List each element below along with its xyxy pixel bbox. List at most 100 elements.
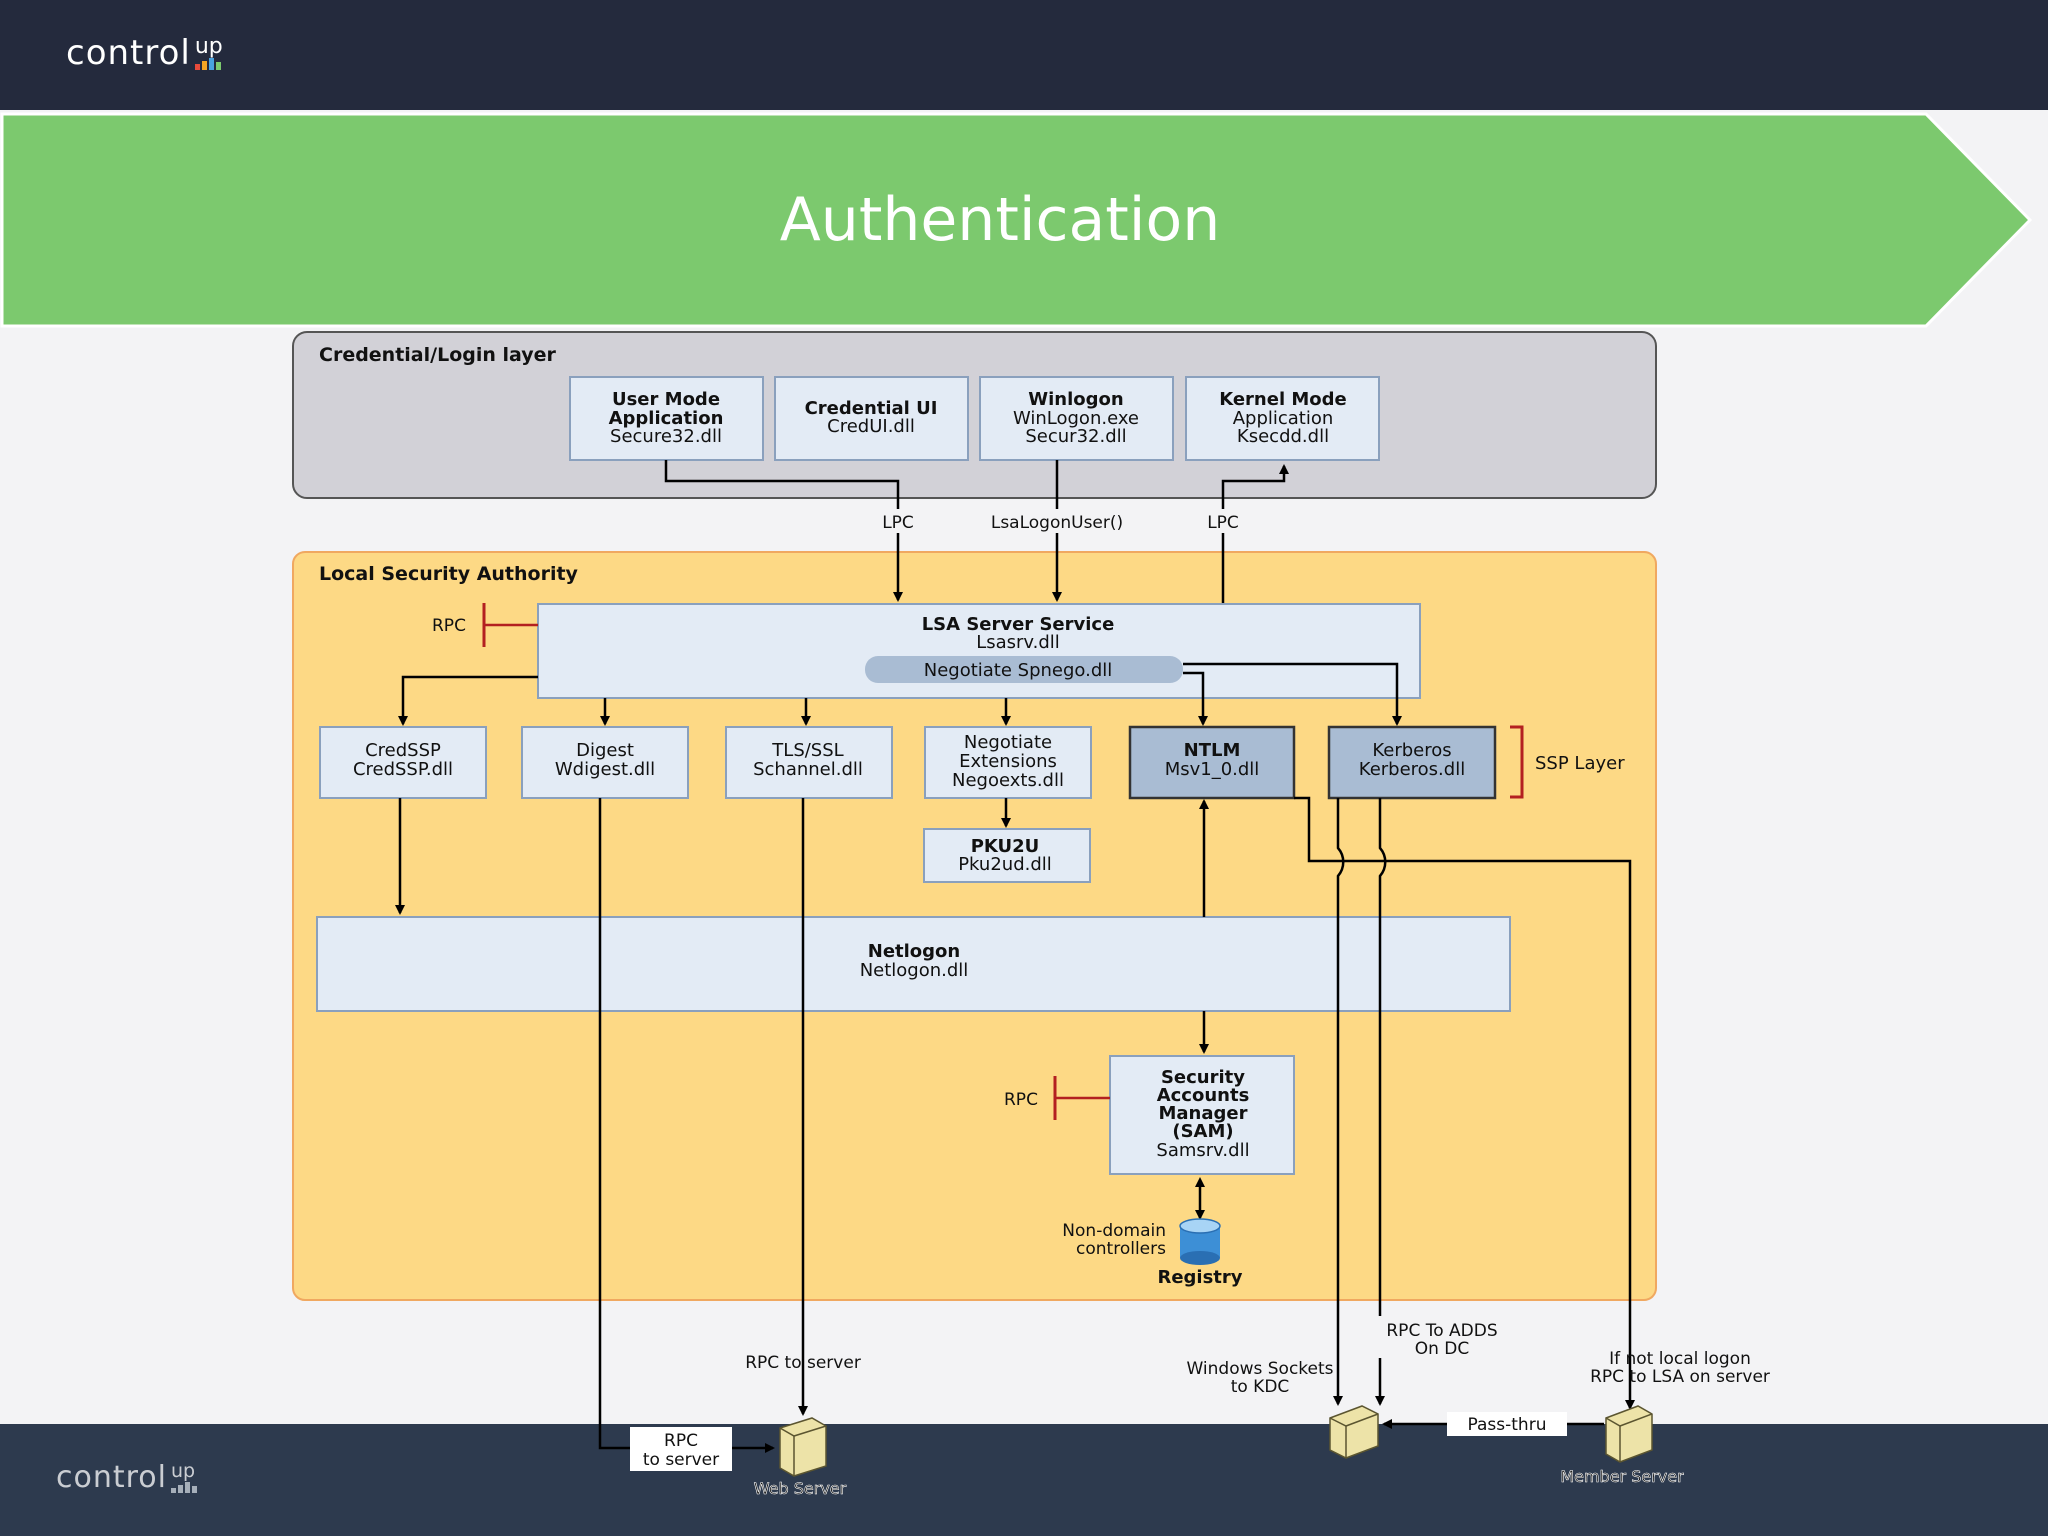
kernel-lpc-line (1221, 464, 1289, 613)
rpc-to-server-box (630, 1427, 732, 1471)
sam-l1: Security (1161, 1067, 1245, 1088)
tls-ssl-l2: Schannel.dll (753, 759, 863, 780)
member-server-icon (1605, 1405, 1653, 1463)
rpc-adds-label-2: On DC (1415, 1339, 1470, 1359)
user-mode-app-l3: Secure32.dll (610, 426, 722, 447)
digest-box (521, 726, 689, 799)
lpc-left-label-bg (872, 509, 926, 533)
negotiate-spnego-label: Negotiate Spnego.dll (924, 660, 1113, 681)
footer-brand-up: up (171, 1460, 196, 1482)
registry-note-1: Non-domain (1062, 1221, 1166, 1241)
lpc-right-label-bg (1197, 509, 1251, 533)
kernel-mode-app-l2: Application (1233, 408, 1334, 429)
ntlm-member-line (1294, 796, 1635, 1410)
brand-word: control (66, 33, 191, 73)
pku2u-l1: PKU2U (971, 836, 1040, 857)
lsa-server-service-title: LSA Server Service (922, 614, 1115, 635)
page-title: Authentication (779, 185, 1221, 255)
lsa-title: Local Security Authority (319, 563, 579, 585)
lsa-credssp-line (398, 675, 538, 726)
winlogon-l2: WinLogon.exe (1013, 408, 1139, 429)
credssp-l2: CredSSP.dll (353, 759, 453, 780)
credential-layer-title: Credential/Login layer (319, 344, 557, 366)
sam-l3: Manager (1159, 1103, 1248, 1124)
bar-chart-icon (194, 58, 221, 70)
footer-brand-word: control (56, 1460, 167, 1495)
lsa-server-service-file: Lsasrv.dll (976, 632, 1060, 653)
footer-bar-chart-icon (171, 1481, 197, 1493)
kerberos-box (1327, 725, 1497, 800)
credssp-box (319, 726, 487, 799)
credssp-l1: CredSSP (365, 740, 441, 761)
local-logon-label-2: RPC to LSA on server (1590, 1367, 1770, 1387)
pass-thru-label: Pass-thru (1468, 1415, 1547, 1435)
credential-ui-l2: CredUI.dll (827, 416, 915, 437)
header-bar (0, 0, 2048, 110)
digest-l2: Wdigest.dll (555, 759, 655, 780)
negotiate-extensions-l2: Extensions (959, 751, 1057, 772)
digest-l1: Digest (576, 740, 634, 761)
rpc-adds-label-bg (1362, 1316, 1522, 1358)
brand-up: up (194, 34, 223, 59)
lsa-rpc-label: RPC (432, 616, 466, 636)
registry-database-icon (1179, 1218, 1221, 1265)
member-server-label: Member Server (1560, 1467, 1684, 1486)
rpc-to-server-box-l1: RPC (664, 1431, 698, 1451)
rpc-to-server-box-l2: to server (643, 1450, 719, 1470)
title-banner (0, 112, 2033, 328)
rpc-to-server-label: RPC to server (745, 1353, 861, 1373)
pass-thru-label-bg (1447, 1412, 1567, 1436)
kernel-mode-app-l1: Kernel Mode (1219, 389, 1347, 410)
pku2u-l2: Pku2ud.dll (958, 854, 1052, 875)
netlogon-box (316, 916, 1511, 1012)
sam-l5: Samsrv.dll (1156, 1140, 1249, 1161)
registry-label: Registry (1157, 1267, 1242, 1288)
winlogon-l3: Secur32.dll (1025, 426, 1126, 447)
spnego-ntlm-line (1183, 671, 1208, 726)
tls-ssl-l1: TLS/SSL (771, 740, 843, 761)
ssp-layer-bracket (1510, 725, 1524, 799)
netlogon-l2: Netlogon.dll (860, 960, 969, 981)
windows-sockets-label-2: to KDC (1231, 1377, 1290, 1397)
winlogon-l1: Winlogon (1028, 389, 1123, 410)
user-mode-app-l2: Application (609, 408, 724, 429)
user-app-lpc-line (664, 460, 903, 602)
winlogon-box (979, 376, 1174, 461)
rpc-adds-label-1: RPC To ADDS (1386, 1321, 1497, 1341)
tls-ssl-box (725, 726, 893, 799)
web-server-label: Web Server (754, 1479, 847, 1498)
user-mode-app-l1: User Mode (612, 389, 720, 410)
windows-sockets-label-1: Windows Sockets (1186, 1359, 1333, 1379)
lsa-logon-label: LsaLogonUser() (991, 513, 1123, 533)
ntlm-l2: Msv1_0.dll (1165, 759, 1260, 780)
ssp-layer-label: SSP Layer (1535, 753, 1625, 774)
ntlm-box (1128, 725, 1296, 800)
credential-ui-l1: Credential UI (805, 398, 938, 419)
pku2u-box (923, 828, 1091, 883)
registry-note-2: controllers (1076, 1239, 1166, 1259)
sam-registry-up-arrow (1195, 1177, 1205, 1187)
kerberos-l1: Kerberos (1372, 740, 1451, 761)
lpc-right-label: LPC (1207, 513, 1239, 533)
sam-rpc-label: RPC (1004, 1090, 1038, 1110)
negotiate-extensions-l1: Negotiate (964, 732, 1052, 753)
sam-l4: (SAM) (1172, 1121, 1233, 1142)
negotiate-extensions-l3: Negoexts.dll (952, 770, 1064, 791)
credential-ui-box (774, 376, 969, 461)
netlogon-l1: Netlogon (868, 941, 960, 962)
local-logon-label-1: If not local logon (1609, 1349, 1751, 1369)
spnego-kerberos-line (1183, 662, 1402, 726)
sam-box (1109, 1055, 1295, 1175)
kerberos-l2: Kerberos.dll (1359, 759, 1465, 780)
kernel-mode-app-l3: Ksecdd.dll (1237, 426, 1329, 447)
footer-brand-logo: control up (56, 1462, 197, 1493)
ntlm-l1: NTLM (1184, 740, 1241, 761)
negotiate-spnego-pill (865, 656, 1183, 683)
kernel-mode-app-box (1185, 376, 1380, 461)
lpc-left-label: LPC (882, 513, 914, 533)
negotiate-extensions-box (924, 726, 1092, 799)
domain-controller-icon (1329, 1405, 1379, 1459)
brand-logo: control up (66, 36, 223, 70)
lsa-logon-label-bg (970, 509, 1144, 533)
